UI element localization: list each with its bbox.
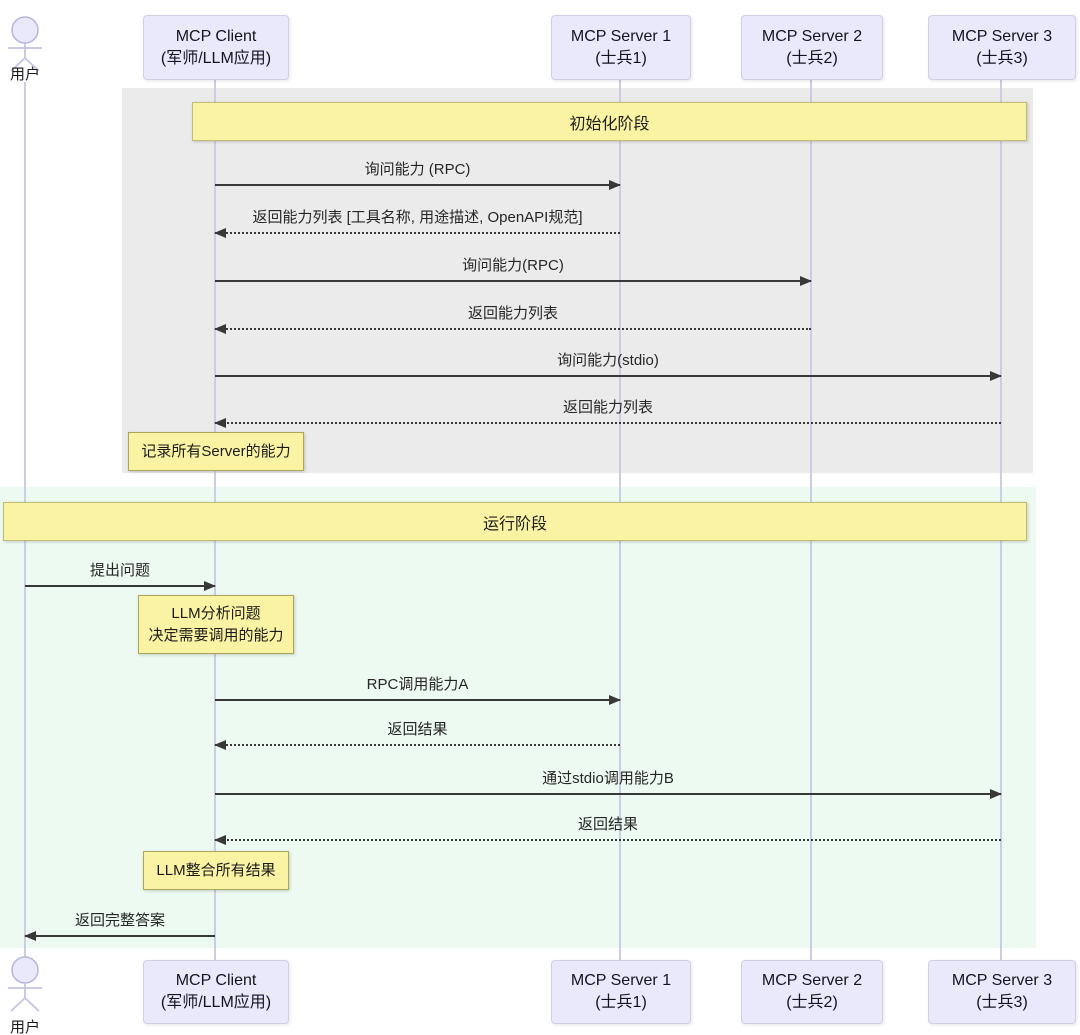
note-text: 决定需要调用的能力 xyxy=(148,626,284,644)
message-label: 返回结果 xyxy=(577,816,638,833)
participant-alias: (士兵1) xyxy=(595,49,647,67)
message-return-capabilities-server1: 返回能力列表 [工具名称, 用途描述, OpenAPI规范] xyxy=(214,206,620,238)
note-llm-integrate: LLM整合所有结果 xyxy=(143,851,289,890)
message-line xyxy=(215,793,1001,795)
arrowhead xyxy=(214,324,226,334)
participant-server1-top: MCP Server 1 (士兵1) xyxy=(551,15,691,80)
message-query-stdio-server3: 询问能力(stdio) xyxy=(215,349,1002,381)
participant-name: MCP Server 3 xyxy=(951,27,1053,45)
participant-alias: (士兵3) xyxy=(976,994,1028,1011)
note-text: 记录所有Server的能力 xyxy=(141,442,291,460)
message-line xyxy=(215,699,620,701)
participant-server1-bottom: MCP Server 1 (士兵1) xyxy=(551,960,691,1024)
phase-band-label: 初始化阶段 xyxy=(569,115,650,133)
participant-name: MCP Client xyxy=(175,972,257,990)
participant-name: MCP Server 1 xyxy=(570,27,672,45)
user-actor-label-top: 用户 xyxy=(9,66,40,83)
participant-name: MCP Server 2 xyxy=(761,972,863,990)
message-label: 返回结果 xyxy=(387,721,448,738)
participant-server3-bottom: MCP Server 3 (士兵3) xyxy=(928,960,1076,1024)
message-line xyxy=(215,375,1001,377)
message-line xyxy=(215,184,620,186)
participant-alias: (士兵1) xyxy=(595,994,647,1011)
participant-alias: (士兵2) xyxy=(786,49,838,67)
phase-band-label: 运行阶段 xyxy=(482,515,547,533)
message-return-result-server1: 返回结果 xyxy=(214,718,620,750)
participant-client-top: MCP Client (军师/LLM应用) xyxy=(143,15,289,80)
message-line xyxy=(215,232,620,234)
message-line xyxy=(215,280,811,282)
note-text: LLM整合所有结果 xyxy=(156,861,276,879)
arrowhead xyxy=(204,581,216,591)
message-line xyxy=(215,422,1001,424)
message-return-capabilities-server3: 返回能力列表 xyxy=(214,396,1001,428)
phase-band-run: 运行阶段 xyxy=(3,502,1027,541)
message-return-result-server3: 返回结果 xyxy=(214,813,1001,845)
message-line xyxy=(25,935,215,937)
arrowhead xyxy=(214,835,226,845)
arrowhead xyxy=(990,371,1002,381)
participant-alias: (军师/LLM应用) xyxy=(160,994,272,1011)
participant-alias: (军师/LLM应用) xyxy=(160,49,272,67)
arrowhead xyxy=(800,276,812,286)
message-label: 返回能力列表 [工具名称, 用途描述, OpenAPI规范] xyxy=(252,209,583,226)
participant-server2-top: MCP Server 2 (士兵2) xyxy=(741,15,883,80)
participant-server2-bottom: MCP Server 2 (士兵2) xyxy=(741,960,883,1024)
message-rpc-call-capability-a: RPC调用能力A xyxy=(215,673,621,705)
arrowhead xyxy=(609,695,621,705)
message-stdio-call-capability-b: 通过stdio调用能力B xyxy=(215,767,1002,799)
note-text: LLM分析问题 xyxy=(171,604,261,622)
participant-name: MCP Server 2 xyxy=(761,27,863,45)
note-llm-analyze: LLM分析问题 决定需要调用的能力 xyxy=(138,595,294,654)
arrowhead xyxy=(609,180,621,190)
message-return-capabilities-server2: 返回能力列表 xyxy=(214,302,811,334)
arrowhead xyxy=(214,228,226,238)
user-actor-icon-bottom xyxy=(8,956,42,1012)
message-line xyxy=(215,744,620,746)
message-label: 询问能力(stdio) xyxy=(557,352,659,369)
note-record-capabilities: 记录所有Server的能力 xyxy=(128,432,304,471)
message-label: 返回能力列表 xyxy=(562,399,653,416)
message-line xyxy=(215,839,1001,841)
participant-name: MCP Server 3 xyxy=(951,972,1053,990)
arrowhead xyxy=(214,418,226,428)
phase-band-init: 初始化阶段 xyxy=(192,102,1027,141)
participant-name: MCP Server 1 xyxy=(570,972,672,990)
participant-alias: (士兵3) xyxy=(976,49,1028,67)
user-actor-label-bottom: 用户 xyxy=(9,1019,40,1035)
message-return-full-answer: 返回完整答案 xyxy=(24,909,215,941)
user-actor-icon-top xyxy=(8,16,42,72)
participant-server3-top: MCP Server 3 (士兵3) xyxy=(928,15,1076,80)
message-label: 询问能力(RPC) xyxy=(462,257,564,274)
participant-name: MCP Client xyxy=(175,27,257,45)
participant-client-bottom: MCP Client (军师/LLM应用) xyxy=(143,960,289,1024)
message-label: 提出问题 xyxy=(89,562,150,579)
message-query-rpc-server2: 询问能力(RPC) xyxy=(215,254,812,286)
arrowhead xyxy=(214,740,226,750)
arrowhead xyxy=(990,789,1002,799)
message-line xyxy=(215,328,811,330)
message-line xyxy=(25,585,215,587)
message-label: 询问能力 (RPC) xyxy=(364,161,471,178)
message-ask-question: 提出问题 xyxy=(25,559,216,591)
arrowhead xyxy=(24,931,36,941)
message-query-rpc-server1: 询问能力 (RPC) xyxy=(215,158,621,190)
message-label: 返回完整答案 xyxy=(74,912,165,929)
message-label: 返回能力列表 xyxy=(467,305,558,322)
message-label: 通过stdio调用能力B xyxy=(542,770,674,787)
message-label: RPC调用能力A xyxy=(366,676,469,693)
participant-alias: (士兵2) xyxy=(786,994,838,1011)
